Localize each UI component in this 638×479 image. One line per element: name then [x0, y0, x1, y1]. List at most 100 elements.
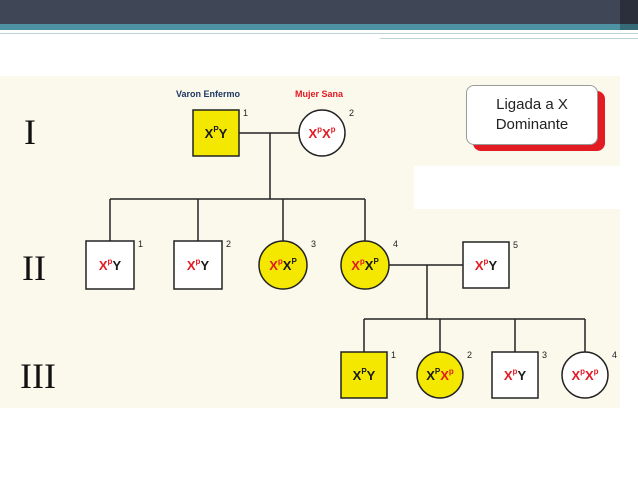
- accent-stripe-end: [620, 24, 638, 30]
- individual-number-i-2: 2: [349, 108, 354, 118]
- genotype-ii-2: XpY: [187, 257, 210, 273]
- allele-iii-1-x1: X: [353, 368, 362, 383]
- genotype-ii-1: XpY: [99, 257, 122, 273]
- genotype-iii-3: XpY: [504, 367, 527, 383]
- accent-stripe: [0, 24, 638, 30]
- allele-i-1-x1: X: [205, 126, 214, 141]
- genotype-ii-3: XpXP: [269, 257, 297, 273]
- individual-i-1: XPY 1: [192, 108, 248, 157]
- male-square-i-1: [192, 109, 240, 157]
- allele-iii-3-x2: Y: [517, 368, 526, 383]
- title-bar: [0, 0, 638, 24]
- generation-label-2: II: [22, 248, 46, 288]
- allele-ii-5-x1: X: [475, 258, 484, 273]
- allele-iii-4-x1: X: [571, 368, 580, 383]
- female-circle-iii-2: [416, 351, 464, 399]
- genotype-iii-2: XPXp: [426, 367, 454, 383]
- allele-ii-1-x1: X: [99, 258, 108, 273]
- legend-line-2: Dominante: [495, 116, 569, 133]
- female-circle-ii-3: [258, 240, 308, 290]
- pedigree-lines: [109, 132, 586, 352]
- allele-ii-1-x2: Y: [112, 258, 121, 273]
- allele-ii-3-x1_sup: p: [278, 257, 283, 266]
- individual-number-ii-1: 1: [138, 239, 143, 249]
- genotype-i-2: XpXp: [308, 125, 335, 141]
- allele-iii-2-x1: X: [426, 368, 435, 383]
- allele-iii-2-x2_sup: p: [449, 367, 454, 376]
- allele-ii-1-x1_sup: p: [108, 257, 113, 266]
- allele-i-1-x2: Y: [219, 126, 228, 141]
- individual-ii-1: XpY 1: [85, 239, 143, 290]
- label-mujer-sana: Mujer Sana: [295, 89, 344, 99]
- female-circle-ii-4: [340, 240, 390, 290]
- male-square-ii-1: [85, 240, 135, 290]
- allele-ii-3-x2: X: [283, 258, 292, 273]
- legend-line-1: Ligada a X: [496, 96, 568, 113]
- title-bar-end: [620, 0, 638, 24]
- divider-line: [0, 33, 638, 34]
- divider-line-short: [380, 38, 638, 39]
- individual-number-ii-3: 3: [311, 239, 316, 249]
- allele-iii-4-x2_sup: p: [594, 367, 599, 376]
- allele-ii-5-x2: Y: [488, 258, 497, 273]
- allele-ii-3-x1: X: [269, 258, 278, 273]
- label-varon-enfermo: Varon Enfermo: [176, 89, 241, 99]
- allele-iii-1-x2: Y: [367, 368, 376, 383]
- allele-ii-2-x1: X: [187, 258, 196, 273]
- allele-iii-1-x1_sup: P: [361, 367, 367, 376]
- allele-i-2-x2_sup: p: [331, 125, 336, 134]
- individual-ii-2: XpY 2: [173, 239, 231, 290]
- allele-i-1-x1_sup: P: [213, 125, 219, 134]
- allele-i-2-x2: X: [322, 126, 331, 141]
- individual-iii-1: XPY 1: [340, 350, 396, 399]
- allele-iii-4-x1_sup: p: [580, 367, 585, 376]
- allele-ii-2-x1_sup: p: [196, 257, 201, 266]
- genotype-iii-1: XPY: [353, 367, 376, 383]
- allele-ii-3-x2_sup: P: [291, 257, 297, 266]
- allele-ii-4-x2: X: [365, 258, 374, 273]
- individual-number-i-1: 1: [243, 108, 248, 118]
- allele-ii-2-x2: Y: [200, 258, 209, 273]
- genotype-ii-5: XpY: [475, 257, 498, 273]
- allele-ii-5-x1_sup: p: [484, 257, 489, 266]
- individual-number-ii-2: 2: [226, 239, 231, 249]
- female-circle-iii-4: [561, 351, 609, 399]
- male-square-ii-5: [462, 241, 510, 289]
- generation-label-1: I: [24, 112, 36, 152]
- individual-number-ii-4: 4: [393, 239, 398, 249]
- individual-number-ii-5: 5: [513, 240, 518, 250]
- generation-label-3: III: [20, 356, 56, 396]
- allele-i-2-x1: X: [308, 126, 317, 141]
- allele-iii-4-x2: X: [585, 368, 594, 383]
- individual-iii-2: XPXp 2: [416, 350, 472, 399]
- individual-ii-5: XpY 5: [462, 240, 518, 289]
- female-circle-i-2: [298, 109, 346, 157]
- individual-iii-3: XpY 3: [491, 350, 547, 399]
- legend-box: Ligada a X Dominante: [466, 85, 598, 145]
- allele-i-2-x1_sup: p: [317, 125, 322, 134]
- allele-iii-2-x1_sup: P: [435, 367, 441, 376]
- individual-number-iii-3: 3: [542, 350, 547, 360]
- blank-patch: [414, 166, 620, 209]
- male-square-iii-1: [340, 351, 388, 399]
- genotype-i-1: XPY: [205, 125, 228, 141]
- allele-iii-3-x1: X: [504, 368, 513, 383]
- male-square-ii-2: [173, 240, 223, 290]
- genotype-ii-4: XpXP: [351, 257, 379, 273]
- allele-iii-2-x2: X: [440, 368, 449, 383]
- allele-iii-3-x1_sup: p: [513, 367, 518, 376]
- allele-ii-4-x1: X: [351, 258, 360, 273]
- individual-number-iii-2: 2: [467, 350, 472, 360]
- genotype-iii-4: XpXp: [571, 367, 598, 383]
- allele-ii-4-x1_sup: p: [360, 257, 365, 266]
- individual-number-iii-4: 4: [612, 350, 617, 360]
- allele-ii-4-x2_sup: P: [373, 257, 379, 266]
- individual-number-iii-1: 1: [391, 350, 396, 360]
- pedigree-individuals: XPY1XpXp2XpY1XpY2XpXP3XpXP4XpY5XPY1XPXp2…: [85, 108, 617, 399]
- male-square-iii-3: [491, 351, 539, 399]
